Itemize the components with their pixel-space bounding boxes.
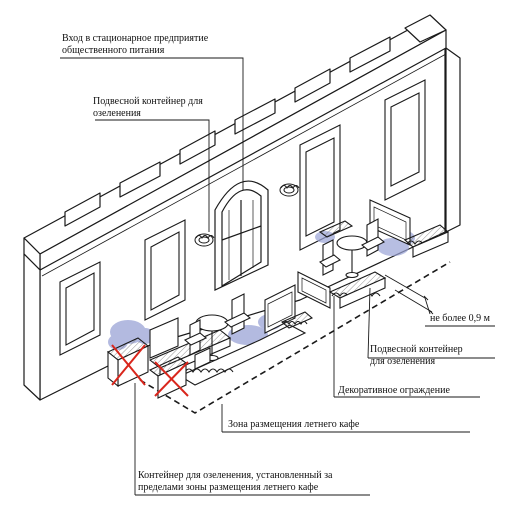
label-max-height: не более 0,9 м xyxy=(430,313,490,324)
label-outside-container-line1: Контейнер для озеленения, установленный … xyxy=(138,470,333,481)
leader-lines xyxy=(60,57,495,496)
entrance-door xyxy=(214,180,269,291)
label-cafe-zone: Зона размещения летнего кафе xyxy=(228,419,360,430)
label-hanging-container-top-line2: озеленения xyxy=(93,108,141,119)
label-entrance-line1: Вход в стационарное предприятие xyxy=(62,33,209,44)
label-outside-container-line2: пределами зоны размещения летнего кафе xyxy=(138,482,319,493)
label-hanging-container-right-line2: для озеленения xyxy=(370,356,436,367)
height-dimension xyxy=(384,274,434,315)
label-hanging-container-top: Подвесной контейнер для озеленения xyxy=(93,96,203,120)
label-hanging-container-right-line1: Подвесной контейнер xyxy=(370,344,463,355)
label-outside-container: Контейнер для озеленения, установленный … xyxy=(138,470,332,494)
table-right xyxy=(319,218,385,279)
label-entrance: Вход в стационарное предприятие обществе… xyxy=(62,33,208,57)
wall-planter-right xyxy=(279,183,300,197)
label-entrance-line2: общественного питания xyxy=(62,45,165,56)
label-decorative-fence: Декоративное ограждение xyxy=(338,385,450,396)
label-hanging-container-top-line1: Подвесной контейнер для xyxy=(93,96,203,107)
label-hanging-container-right: Подвесной контейнер для озеленения xyxy=(370,344,463,368)
prohibited-cross-icon xyxy=(111,344,189,397)
decorative-fence-right xyxy=(297,199,450,309)
wall-planter-left xyxy=(194,233,215,247)
table-left xyxy=(183,293,252,370)
